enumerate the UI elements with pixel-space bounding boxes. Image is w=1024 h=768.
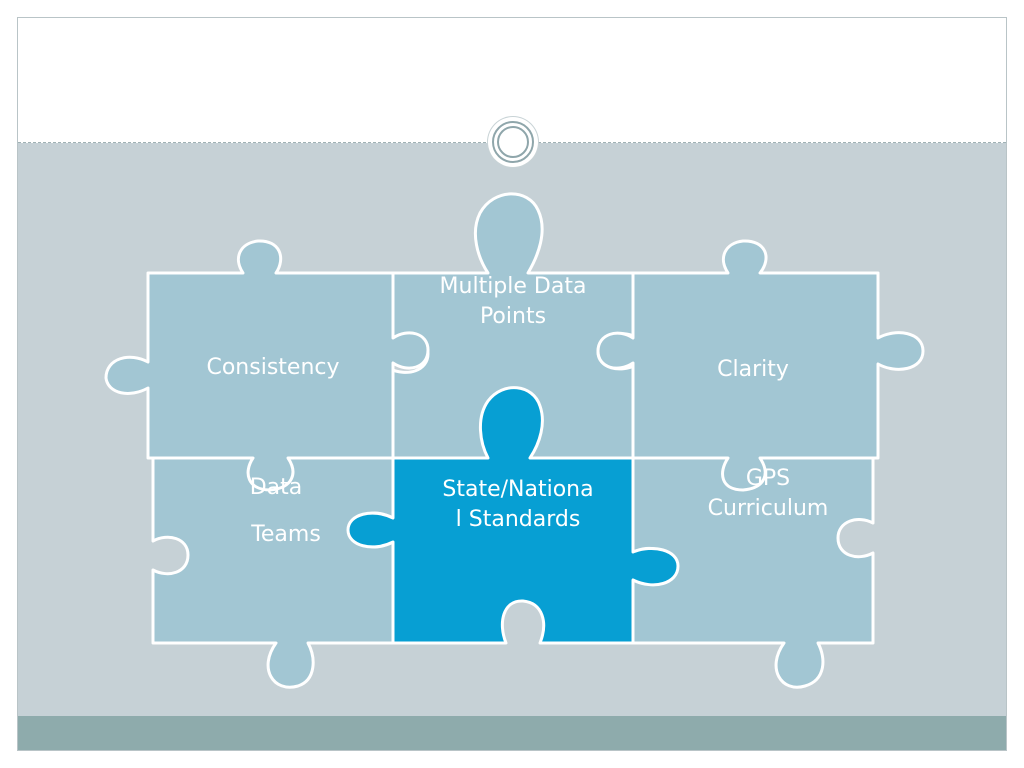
- footer-band: [18, 716, 1006, 750]
- label-clarity: Clarity: [717, 357, 789, 382]
- label-data-teams-line1: Data: [250, 475, 303, 500]
- label-state-national-standards-line2: l Standards: [456, 507, 581, 532]
- label-gps-curriculum-line2: Curriculum: [708, 496, 829, 521]
- puzzle-piece-consistency: [104, 239, 430, 492]
- puzzle-diagram: Multiple Data Points Consistency Clarity…: [104, 192, 925, 689]
- label-data-teams-line2: Teams: [250, 522, 321, 547]
- puzzle-piece-clarity: [596, 239, 925, 492]
- slide: Multiple Data Points Consistency Clarity…: [17, 17, 1007, 751]
- label-state-national-standards-line1: State/Nationa: [442, 477, 593, 502]
- label-consistency: Consistency: [206, 355, 339, 380]
- label-gps-curriculum-line1: GPS: [746, 466, 790, 491]
- label-multiple-data-points-line1: Multiple Data: [440, 274, 587, 299]
- circle-ornament-icon: [488, 117, 538, 167]
- puzzle-piece-state-national-standards: [346, 386, 680, 645]
- label-multiple-data-points-line2: Points: [480, 304, 546, 329]
